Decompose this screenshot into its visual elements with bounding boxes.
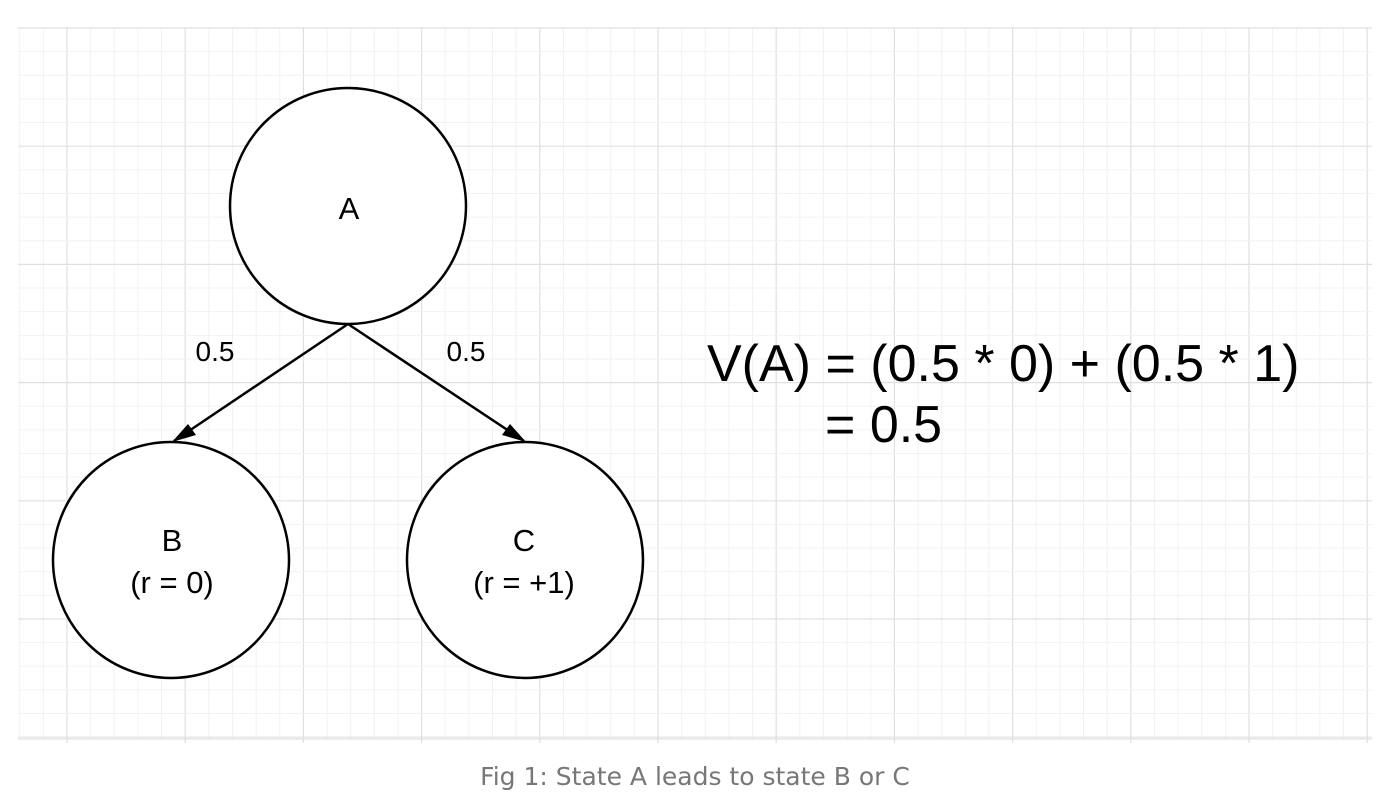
node-b-reward: (r = 0) [130, 565, 214, 600]
node-c-reward: (r = +1) [473, 565, 575, 600]
node-b: B (r = 0) [51, 440, 291, 680]
equation-line-1: V(A) = (0.5 * 0) + (0.5 * 1) [707, 335, 1299, 393]
node-a-label: A [339, 191, 360, 226]
node-a-circle [228, 86, 468, 326]
arrowhead-icon [172, 424, 196, 442]
figure-caption: Fig 1: State A leads to state B or C [480, 762, 910, 791]
node-c: C (r = +1) [405, 440, 645, 680]
node-c-label: C [513, 523, 535, 558]
value-equation: V(A) = (0.5 * 0) + (0.5 * 1) = 0.5 [707, 335, 1299, 454]
edge-label-a-c: 0.5 [447, 336, 486, 367]
node-a: A [228, 86, 468, 326]
node-b-circle [51, 440, 291, 680]
edge-a-to-b: 0.5 [172, 322, 349, 443]
arrowhead-icon [502, 424, 526, 442]
equation-line-2: = 0.5 [825, 396, 942, 454]
edge-a-to-c: 0.5 [347, 322, 526, 443]
edge-label-a-b: 0.5 [196, 336, 235, 367]
node-b-label: B [162, 523, 183, 558]
node-c-circle [405, 440, 645, 680]
